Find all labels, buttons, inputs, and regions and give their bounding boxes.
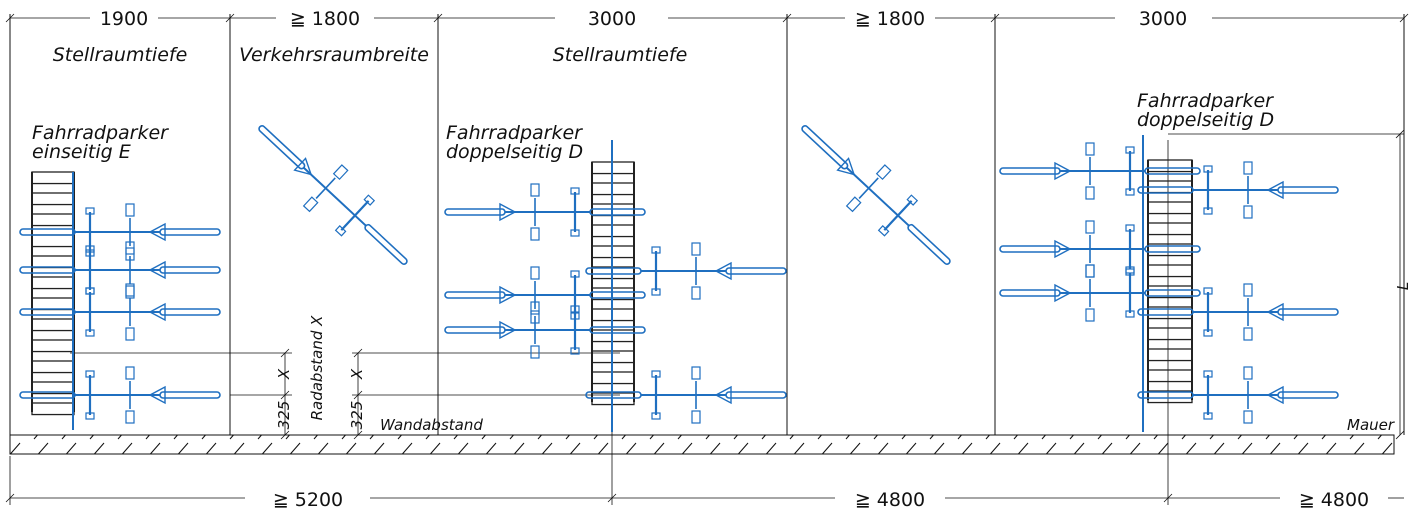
- bike-rack: [1147, 159, 1193, 404]
- dim-bottom-1: ≧ 5200: [273, 489, 343, 511]
- wandabstand-label: Wandabstand: [380, 416, 483, 434]
- zone-label-stellraumtiefe-2: Stellraumtiefe: [553, 44, 688, 66]
- bicycle-icon: [999, 264, 1201, 322]
- bicycle-icon: [444, 266, 646, 324]
- zone-label-stellraumtiefe-1: Stellraumtiefe: [53, 44, 188, 66]
- zone-label-verkehrsraumbreite: Verkehrsraumbreite: [239, 44, 429, 66]
- bicycles: [19, 125, 1339, 432]
- dim-top-4: ≧ 1800: [855, 8, 925, 30]
- bicycle-icon: [258, 125, 408, 265]
- parker-e-label-line2: einseitig E: [32, 141, 131, 163]
- dim-top-5: 3000: [1139, 8, 1187, 30]
- bike-rack: [31, 171, 75, 416]
- bicycle-icon: [444, 301, 646, 359]
- mauer-label: Mauer: [1347, 416, 1395, 434]
- bicycle-icon: [19, 203, 221, 261]
- bicycle-icon: [585, 242, 787, 300]
- parker-d-label-line1: Fahrradparker: [446, 122, 583, 144]
- top-dimension-line: [5, 13, 1409, 23]
- length-dimension: [1168, 129, 1405, 440]
- bicycle-icon: [1137, 283, 1339, 341]
- dim-top-1: 1900: [100, 8, 148, 30]
- offset-dimension-b: [352, 348, 620, 440]
- radabstand-label: Radabstand X: [308, 315, 326, 421]
- dim-top-2: ≧ 1800: [290, 8, 360, 30]
- bicycle-icon: [1137, 161, 1339, 219]
- zone-boundaries: [9, 14, 1405, 435]
- parker-d2-label-line2: doppelseitig D: [1137, 109, 1274, 131]
- bicycle-icon: [19, 241, 221, 299]
- offset-b-325: 325: [348, 401, 366, 430]
- parker-d-label-line2: doppelseitig D: [446, 141, 583, 163]
- offset-b-x: X: [348, 368, 366, 380]
- dim-bottom-3: ≧ 4800: [1299, 489, 1369, 511]
- offset-a-325: 325: [275, 401, 293, 430]
- bicycle-icon: [19, 366, 221, 424]
- bicycle-icon: [1137, 366, 1339, 424]
- bicycle-icon: [801, 125, 951, 265]
- parker-d2-label-line1: Fahrradparker: [1137, 90, 1274, 112]
- dim-top-3: 3000: [588, 8, 636, 30]
- length-label: L: [1394, 282, 1412, 290]
- parker-e-label-line1: Fahrradparker: [32, 122, 169, 144]
- bicycle-icon: [999, 220, 1201, 278]
- bicycle-icon: [999, 142, 1201, 200]
- dim-bottom-2: ≧ 4800: [855, 489, 925, 511]
- offset-dimension-a: [70, 348, 292, 440]
- offset-a-x: X: [275, 368, 293, 380]
- bicycle-icon: [444, 183, 646, 241]
- bicycle-icon: [585, 366, 787, 424]
- wall: [9, 434, 1395, 455]
- bicycle-icon: [19, 283, 221, 341]
